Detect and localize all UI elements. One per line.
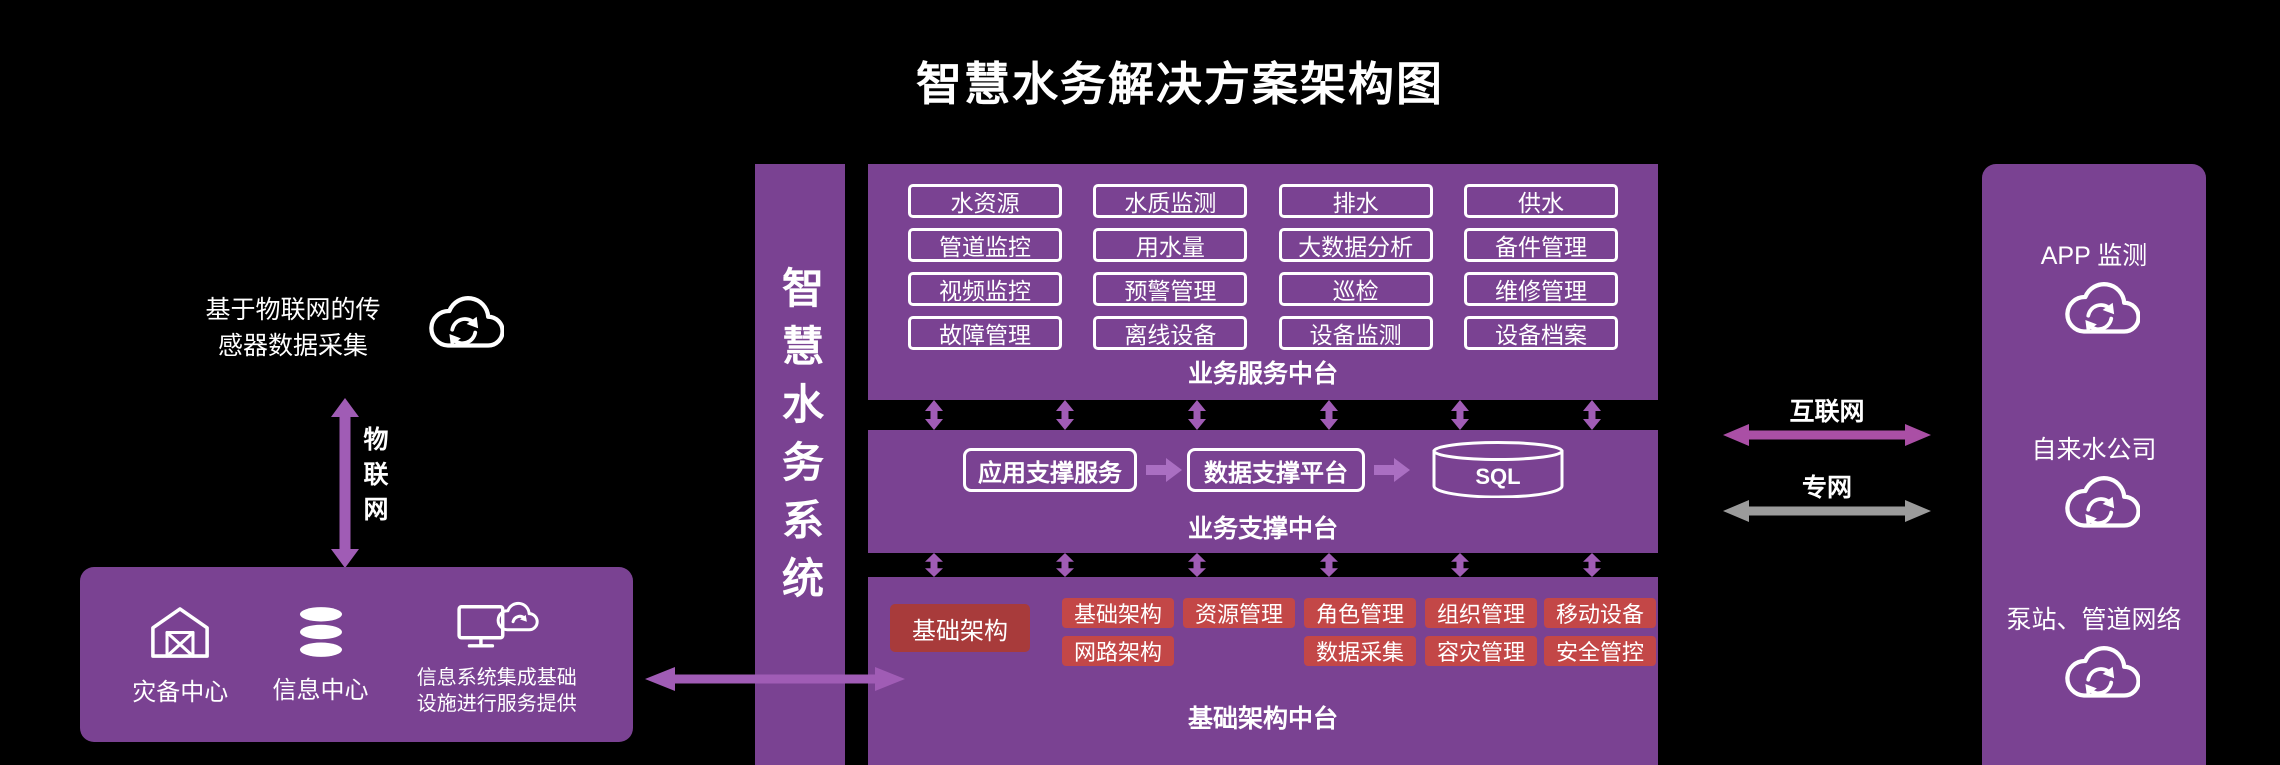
- system-bar: 智慧水务系统: [755, 164, 845, 765]
- up-down-arrow: [1319, 400, 1338, 430]
- integration-item: 信息系统集成基础设施进行服务提供: [413, 593, 581, 717]
- infra-item: 容灾管理: [1425, 636, 1537, 666]
- service-grid: 水资源 水质监测 排水 供水 管道监控 用水量 大数据分析 备件管理 视频监控 …: [868, 164, 1658, 350]
- endpoints-box: APP 监测 自来水公司 泵站、管道网络: [1982, 164, 2206, 765]
- pump-pipeline-label: 泵站、管道网络: [2006, 606, 2182, 634]
- infra-item: 数据采集: [1304, 636, 1416, 666]
- sql-label: SQL: [1475, 464, 1520, 489]
- info-center-label: 信息中心: [272, 677, 369, 704]
- cloud-sync-icon: [2065, 282, 2140, 334]
- cloud-sync-icon: [429, 296, 504, 348]
- datacenter-system-arrow: [645, 667, 905, 691]
- right-arrow: [1374, 458, 1410, 482]
- app-support-box: 应用支撑服务: [963, 448, 1137, 492]
- disaster-recovery-item: 灾备中心: [132, 603, 228, 707]
- up-down-arrow: [1056, 553, 1075, 577]
- up-down-arrow: [1188, 400, 1207, 430]
- service-item: 设备监测: [1278, 316, 1433, 350]
- infra-item: 安全管控: [1544, 636, 1656, 666]
- up-down-arrow: [924, 400, 943, 430]
- up-down-arrow: [1451, 400, 1470, 430]
- up-down-arrow: [1451, 553, 1470, 577]
- infra-item: 组织管理: [1425, 598, 1537, 628]
- service-item: 故障管理: [908, 316, 1062, 350]
- service-item: 视频监控: [908, 272, 1062, 306]
- service-item: 离线设备: [1093, 316, 1248, 350]
- infra-item: 移动设备: [1544, 598, 1656, 628]
- up-down-arrow: [924, 553, 943, 577]
- info-center-item: 信息中心: [273, 604, 369, 705]
- database-icon: [299, 607, 342, 657]
- service-support-arrows: [868, 400, 1658, 430]
- barn-icon: [151, 606, 210, 658]
- service-item: 设备档案: [1463, 316, 1618, 350]
- support-infra-arrows: [868, 553, 1658, 577]
- up-down-arrow: [1583, 400, 1602, 430]
- service-item: 供水: [1463, 184, 1618, 218]
- infra-item: 网路架构: [1062, 636, 1174, 666]
- service-item: 水质监测: [1093, 184, 1248, 218]
- service-item: 备件管理: [1463, 228, 1618, 262]
- service-panel: 水资源 水质监测 排水 供水 管道监控 用水量 大数据分析 备件管理 视频监控 …: [868, 164, 1658, 400]
- service-item: 预警管理: [1093, 272, 1248, 306]
- infra-panel: 基础架构 基础架构 资源管理 角色管理 组织管理 移动设备 网路架构 数据采集 …: [868, 577, 1658, 765]
- service-item: 排水: [1278, 184, 1433, 218]
- infra-item: 基础架构: [1062, 598, 1174, 628]
- up-down-arrow: [1583, 553, 1602, 577]
- service-item: 用水量: [1093, 228, 1248, 262]
- infra-item: 资源管理: [1183, 598, 1295, 628]
- page-title: 智慧水务解决方案架构图: [916, 58, 1444, 110]
- cloud-sync-icon: [2065, 476, 2140, 528]
- internet-label: 互联网: [1789, 398, 1865, 426]
- up-down-arrow: [1188, 553, 1207, 577]
- iot-vertical-arrow: [331, 398, 359, 568]
- private-network-label: 专网: [1801, 474, 1852, 502]
- system-bar-label: 智慧水务系统: [776, 265, 824, 614]
- iot-network-label: 物联网: [360, 426, 388, 531]
- up-down-arrow: [1056, 400, 1075, 430]
- integration-label: 信息系统集成基础设施进行服务提供: [416, 666, 577, 715]
- cloud-sync-icon: [2065, 646, 2140, 698]
- support-panel: 应用支撑服务 数据支撑平台 SQL 业务支撑中台: [868, 430, 1658, 553]
- up-down-arrow: [1319, 553, 1338, 577]
- service-item: 大数据分析: [1278, 228, 1433, 262]
- service-panel-label: 业务服务中台: [1187, 360, 1338, 388]
- service-item: 巡检: [1278, 272, 1433, 306]
- monitor-cloud-icon: [457, 601, 539, 648]
- support-panel-label: 业务支撑中台: [1187, 515, 1338, 543]
- private-network-arrow: [1723, 500, 1931, 522]
- iot-sensor-caption: 基于物联网的传感器数据采集: [205, 296, 381, 361]
- service-item: 维修管理: [1463, 272, 1618, 306]
- water-company-label: 自来水公司: [2031, 436, 2157, 464]
- datacenter-box: 灾备中心 信息中心 信息系统集成基础设施进行服务提供: [80, 567, 633, 742]
- service-item: 管道监控: [908, 228, 1062, 262]
- app-monitor-label: APP 监测: [2040, 242, 2148, 270]
- data-support-box: 数据支撑平台: [1187, 448, 1365, 492]
- sql-database-icon: SQL: [1432, 441, 1564, 498]
- internet-arrow: [1723, 424, 1931, 446]
- infra-item: 角色管理: [1304, 598, 1416, 628]
- right-arrow: [1146, 458, 1182, 482]
- disaster-recovery-label: 灾备中心: [132, 678, 229, 706]
- infra-main-box: 基础架构: [890, 604, 1030, 652]
- infra-panel-label: 基础架构中台: [1187, 705, 1338, 733]
- service-item: 水资源: [908, 184, 1062, 218]
